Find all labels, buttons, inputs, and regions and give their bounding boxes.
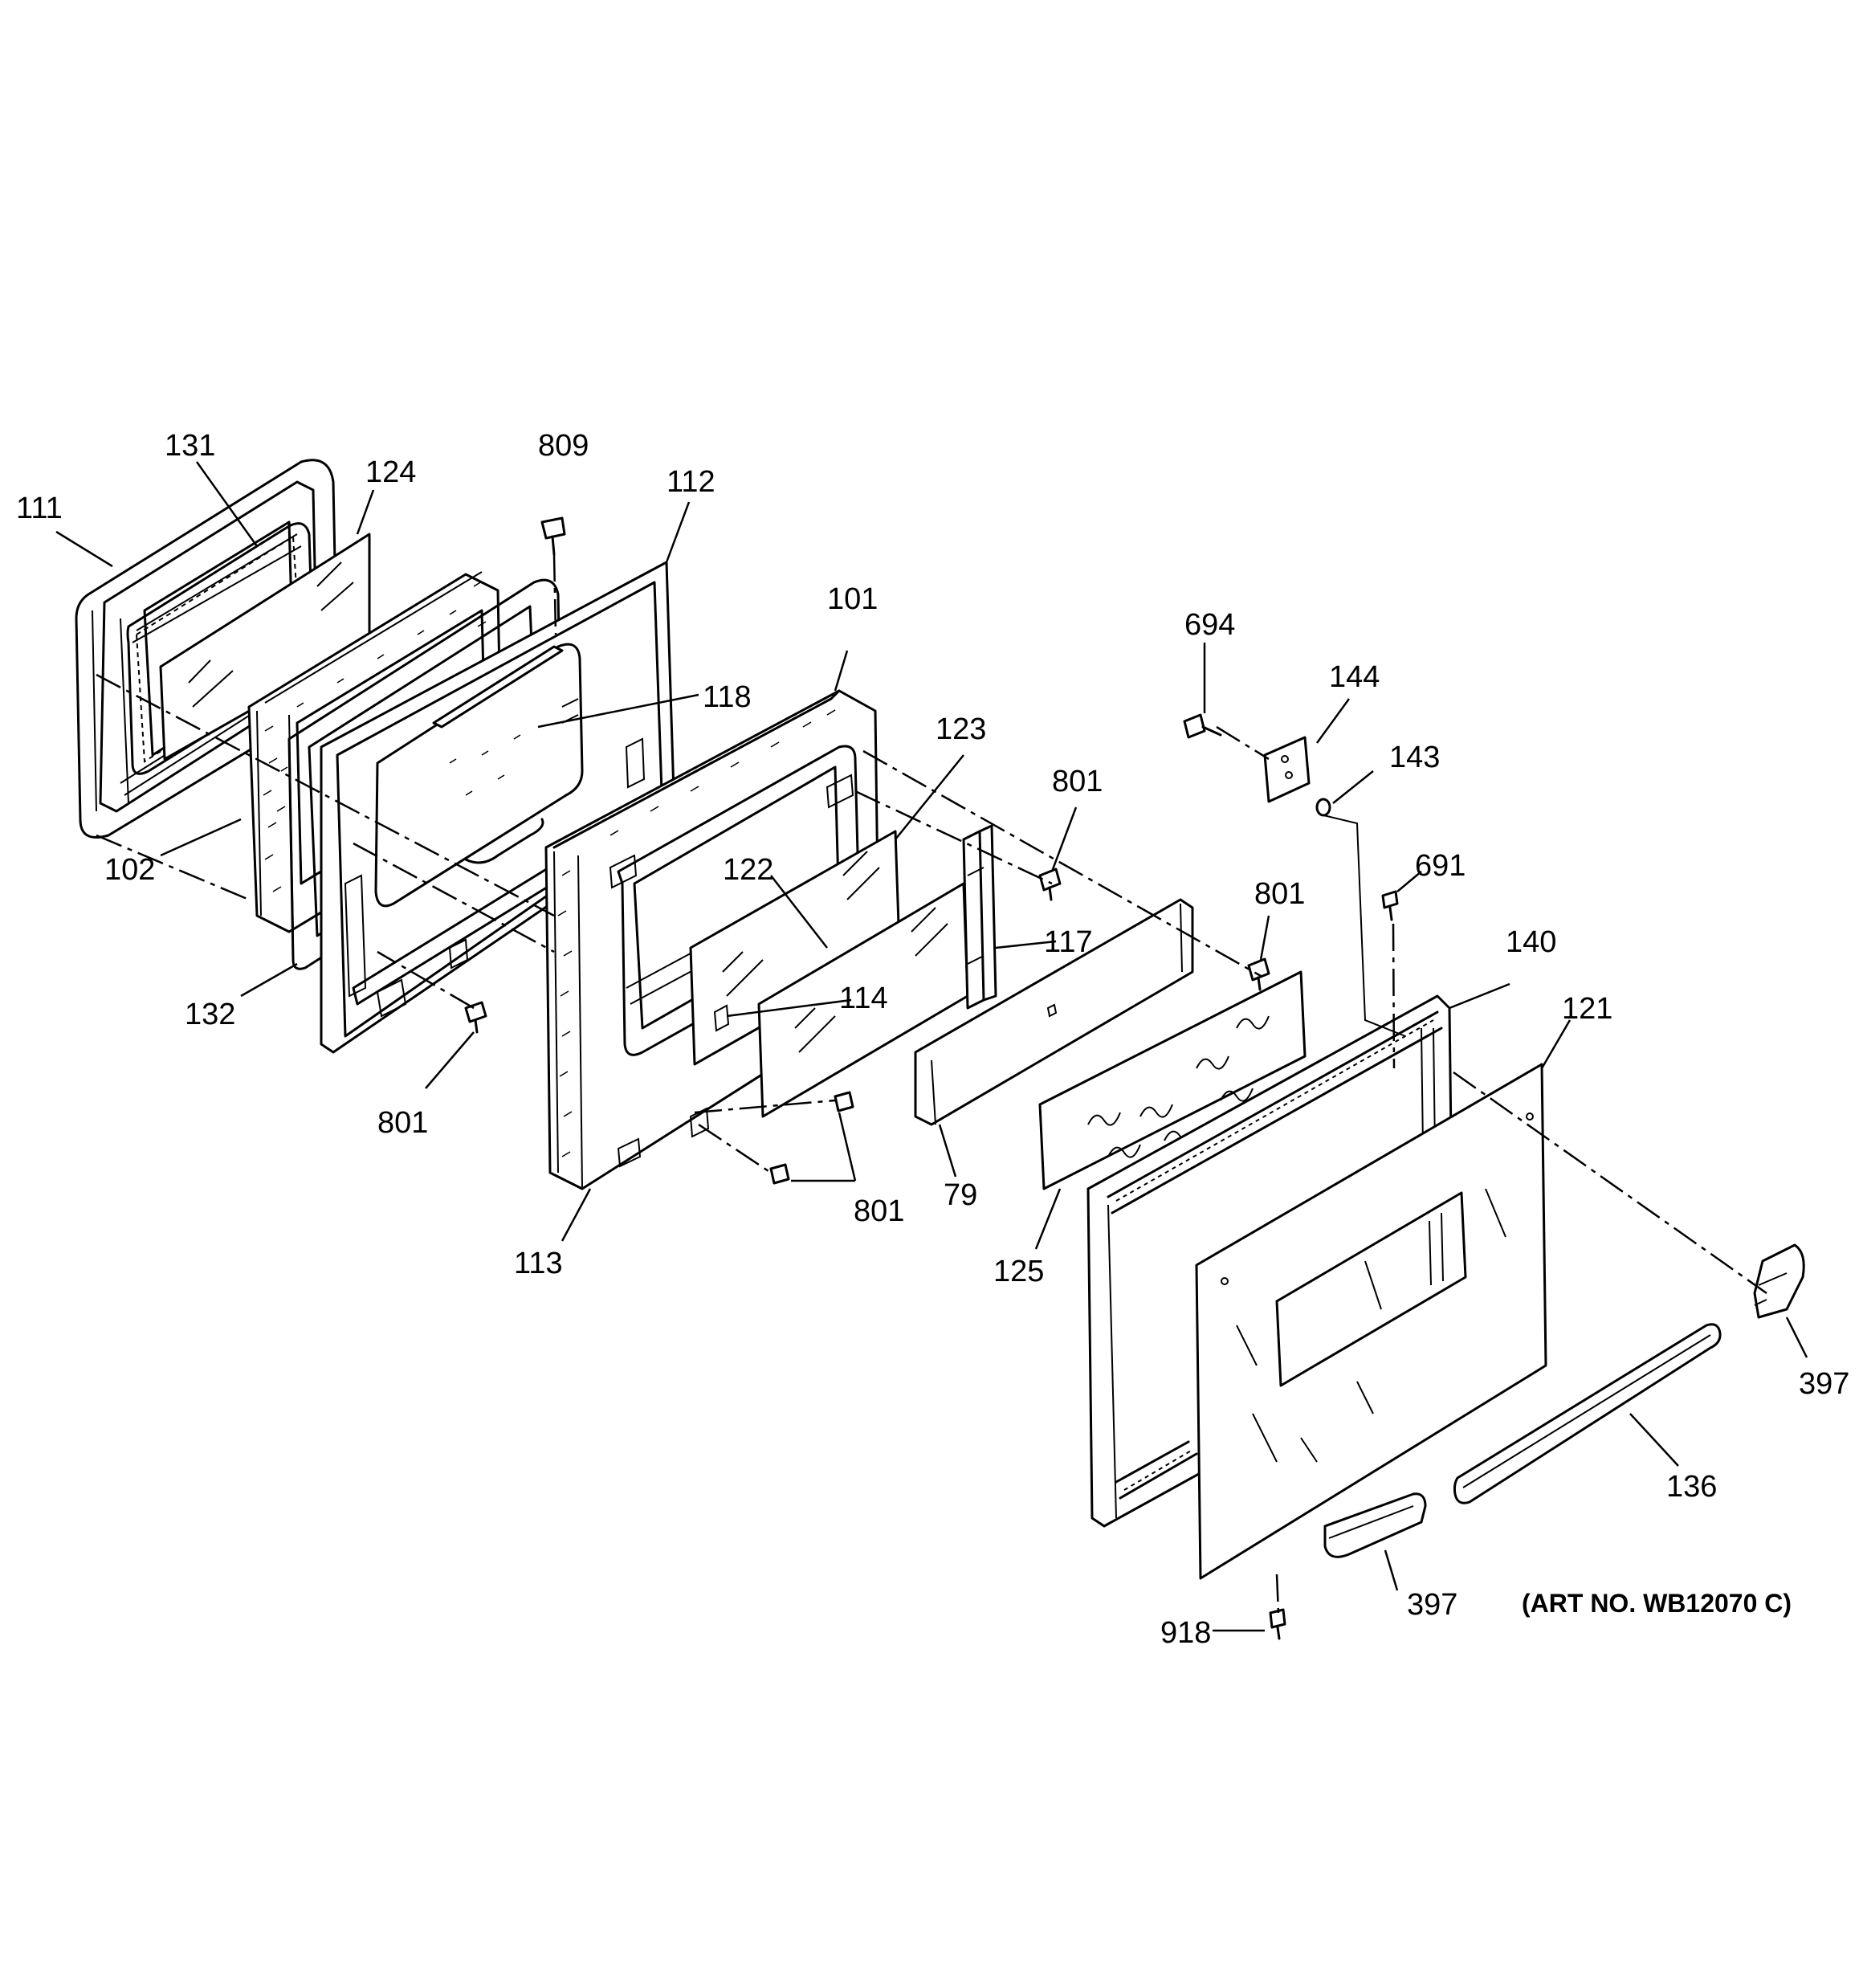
callout-125: 125 [993, 1255, 1044, 1288]
callout-136: 136 [1666, 1470, 1717, 1504]
part-136-handle [1453, 1323, 1722, 1504]
part-397-handle-cap-right [1753, 1243, 1805, 1319]
callout-113: 113 [514, 1247, 563, 1280]
callout-79: 79 [944, 1178, 977, 1212]
callout-801-right: 801 [1254, 877, 1305, 911]
part-694-screw [1183, 713, 1222, 739]
part-691-screw [1381, 890, 1399, 921]
callout-121: 121 [1562, 992, 1612, 1026]
callout-691: 691 [1415, 849, 1466, 883]
callout-809: 809 [538, 429, 589, 463]
callout-102: 102 [104, 853, 155, 887]
part-801-screw-d [769, 1091, 854, 1185]
callout-144: 144 [1329, 660, 1380, 694]
part-117-bracket [962, 824, 997, 1010]
part-118-bracket [432, 645, 564, 864]
part-801-screw-a [464, 1001, 487, 1034]
art-number: (ART NO. WB12070 C) [1522, 1589, 1792, 1618]
part-125-decorative-glass [1038, 970, 1307, 1190]
callout-918: 918 [1160, 1616, 1211, 1650]
callout-132: 132 [185, 998, 235, 1031]
part-143-washer [1315, 798, 1331, 817]
callout-labels: 111 131 124 809 112 101 118 123 694 144 … [16, 429, 1849, 1650]
callout-801-top: 801 [1052, 765, 1103, 798]
part-918-screw [1269, 1608, 1286, 1640]
part-79-vent-channel [914, 898, 1194, 1126]
part-144-hinge-plate [1263, 736, 1311, 803]
callout-140: 140 [1506, 925, 1556, 959]
callout-114: 114 [839, 982, 888, 1015]
part-397-handle-cap-left [1323, 1492, 1427, 1558]
assembly-lines [96, 553, 1767, 1614]
callout-118: 118 [703, 680, 752, 714]
callout-122: 122 [723, 853, 773, 887]
callout-101: 101 [827, 582, 878, 616]
part-121-outer-door-glass [1195, 1063, 1547, 1580]
callout-111: 111 [16, 492, 63, 525]
part-801-screw-c [1247, 957, 1270, 991]
part-809-screw [540, 516, 566, 556]
callout-694: 694 [1184, 608, 1235, 642]
callout-801-left: 801 [377, 1106, 428, 1140]
callout-397-right: 397 [1799, 1367, 1849, 1401]
callout-143: 143 [1389, 741, 1440, 774]
leader-lines [55, 461, 1808, 1632]
callout-131: 131 [165, 429, 215, 463]
callout-801-bottom: 801 [854, 1194, 904, 1228]
callout-397-left: 397 [1407, 1588, 1457, 1622]
callout-123: 123 [936, 712, 986, 746]
callout-124: 124 [365, 455, 416, 489]
callout-117: 117 [1044, 925, 1093, 959]
part-801-screw-b [1038, 867, 1062, 901]
callout-112: 112 [667, 465, 715, 499]
